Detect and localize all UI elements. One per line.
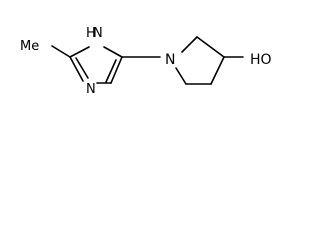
imidazole-nh-nitrogen-label: N xyxy=(93,26,103,41)
bond-n3-c2 xyxy=(69,56,84,82)
imidazole-imine-nitrogen-label: N xyxy=(86,82,96,97)
bond-n3-c2-inner xyxy=(75,57,89,79)
bond-pyrrolidine-n-ch2-top xyxy=(181,36,198,53)
chemical-structure: Me H N N N HO xyxy=(20,26,272,97)
bond-n1h-c5 xyxy=(103,46,123,58)
methyl-label: Me xyxy=(20,39,39,54)
atom-labels: Me H N N N HO xyxy=(20,26,272,97)
bond-ch2-top-choh xyxy=(196,36,225,58)
bond-c5-c4 xyxy=(110,56,123,84)
bond-choh-ch2-bottom xyxy=(210,56,225,85)
imidazole-nh-hydrogen-label: H xyxy=(86,26,96,41)
hydroxyl-label: HO xyxy=(250,52,272,68)
bond-c5-c4-inner xyxy=(105,59,117,83)
pyrrolidine-nitrogen-label: N xyxy=(165,52,175,68)
bonds xyxy=(51,36,244,85)
bond-methyl-c2 xyxy=(51,45,71,58)
bond-ch2-left-pyrrolidine-n xyxy=(175,67,187,85)
bond-c2-n1h xyxy=(69,46,90,58)
